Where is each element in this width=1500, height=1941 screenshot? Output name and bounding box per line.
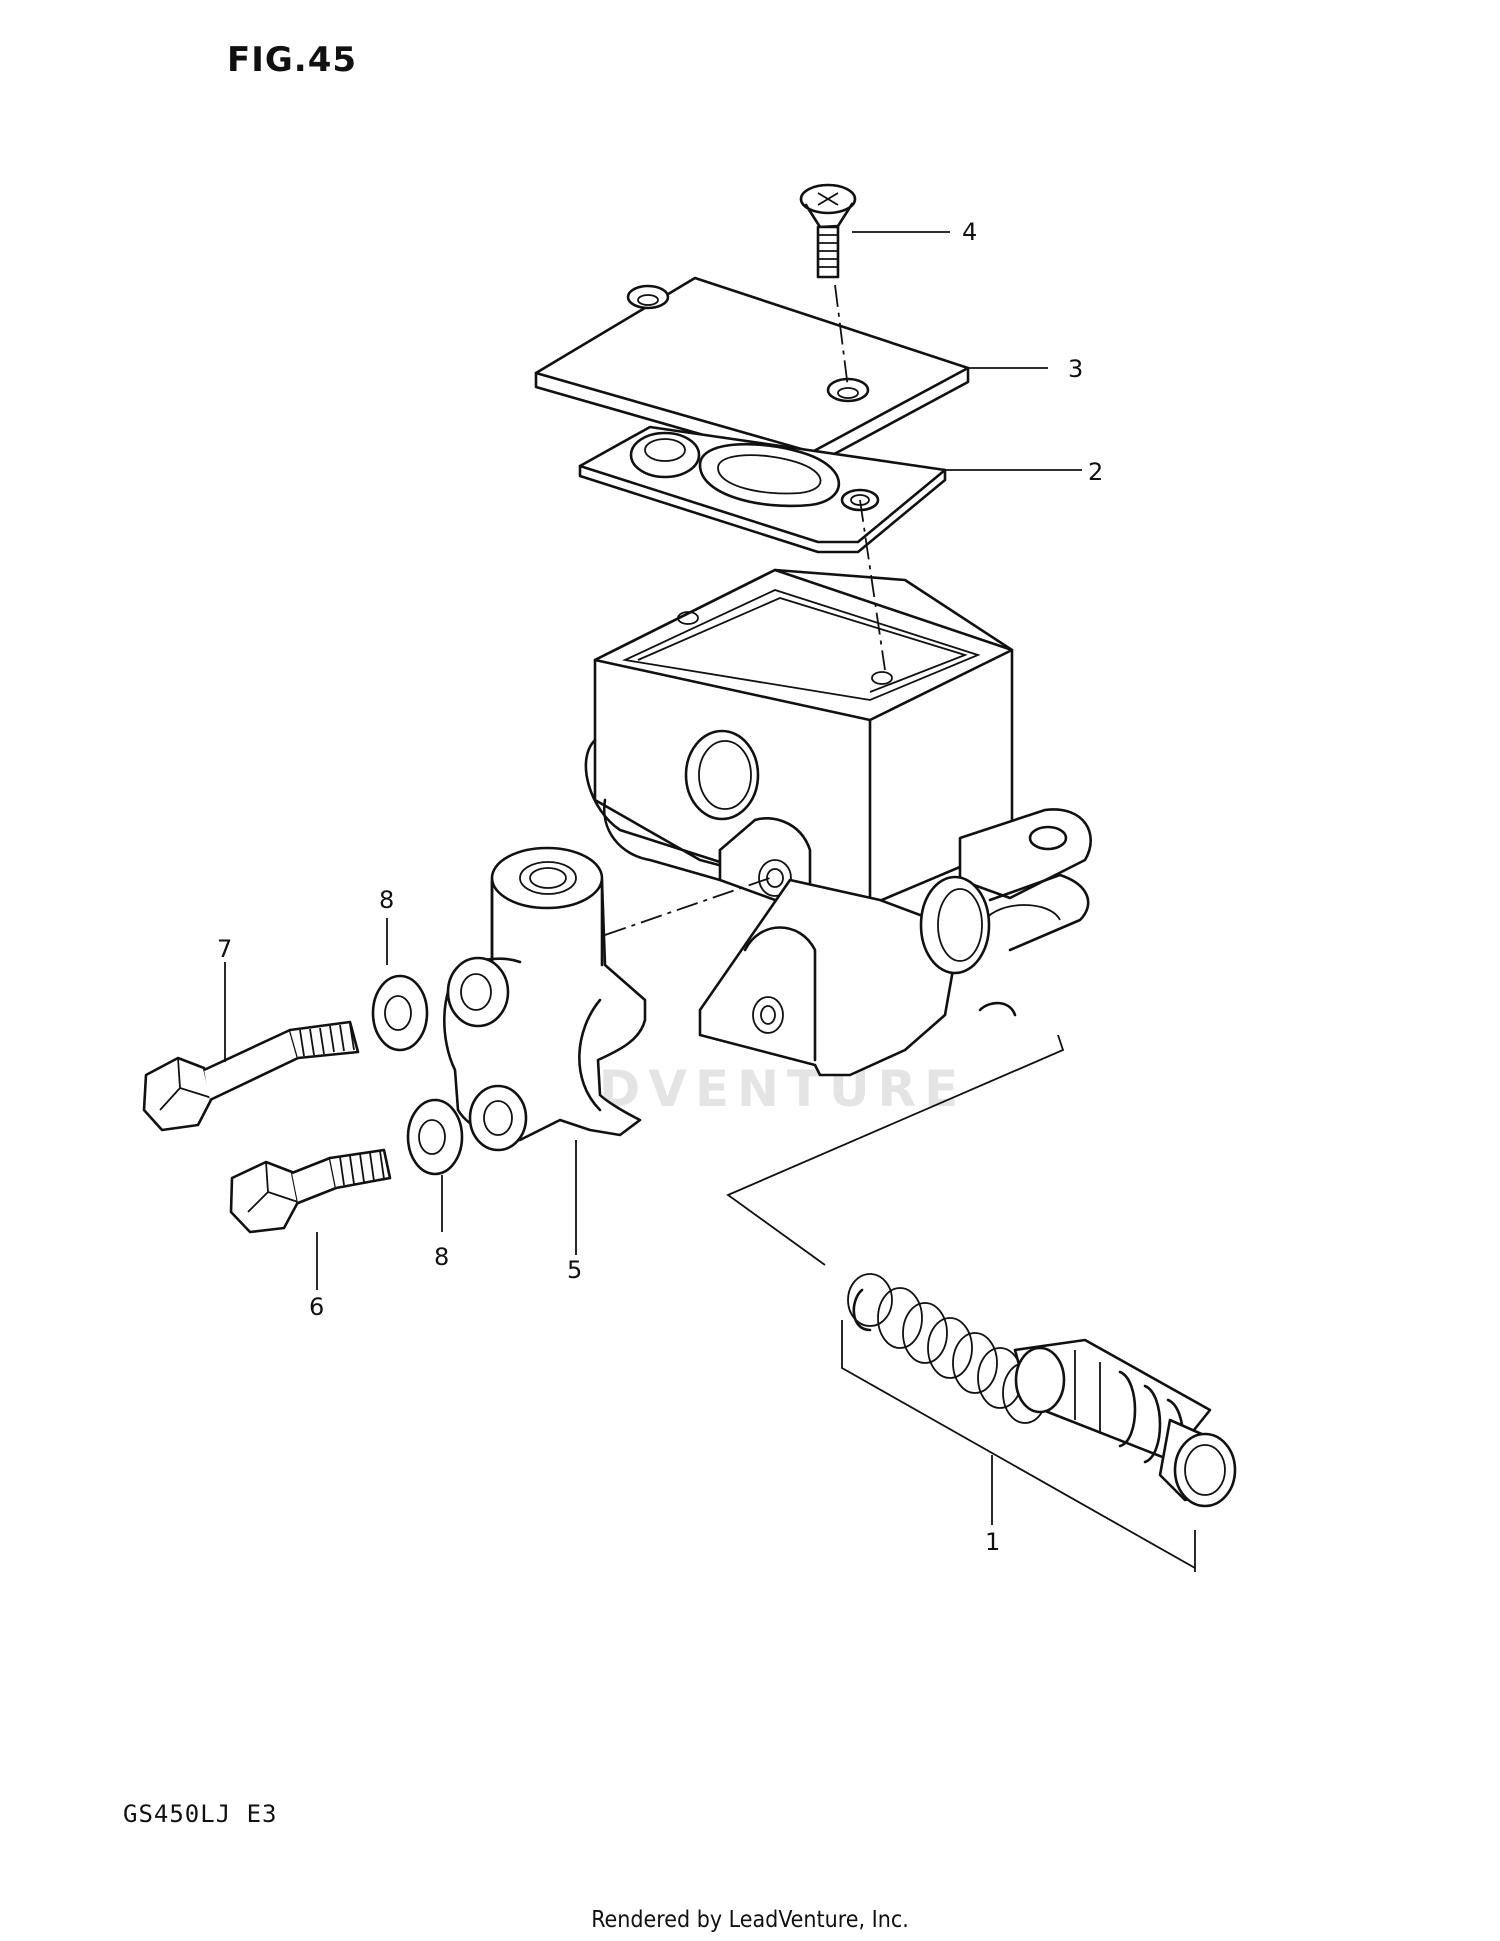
part-8-washer-upper[interactable]	[371, 974, 429, 1052]
part-2-diaphragm[interactable]	[578, 425, 947, 554]
model-code-label: GS450LJ E3	[123, 1800, 278, 1828]
footer-credit: Rendered by LeadVenture, Inc.	[591, 1907, 909, 1933]
callout-3: 3	[1068, 355, 1083, 383]
part-5-holder[interactable]	[443, 846, 647, 1152]
callout-2: 2	[1088, 458, 1103, 486]
master-cylinder-body[interactable]	[584, 568, 1092, 1077]
part-4-screw[interactable]	[799, 183, 857, 279]
callout-5: 5	[567, 1256, 582, 1284]
part-1-piston-set[interactable]	[847, 1273, 1237, 1508]
part-3-reservoir-cap[interactable]	[534, 276, 970, 468]
callout-4: 4	[962, 218, 977, 246]
part-6-short-bolt[interactable]	[229, 1148, 392, 1234]
callout-1: 1	[985, 1528, 1000, 1556]
callout-8-lower: 8	[434, 1243, 449, 1271]
part-7-long-bolt[interactable]	[142, 1020, 360, 1132]
callout-7: 7	[217, 935, 232, 963]
callout-8-upper: 8	[379, 886, 394, 914]
assembly-lines	[224, 231, 1196, 1572]
part-8-washer-lower[interactable]	[406, 1098, 464, 1176]
figure-title: FIG.45	[227, 40, 358, 80]
callout-6: 6	[309, 1293, 324, 1321]
